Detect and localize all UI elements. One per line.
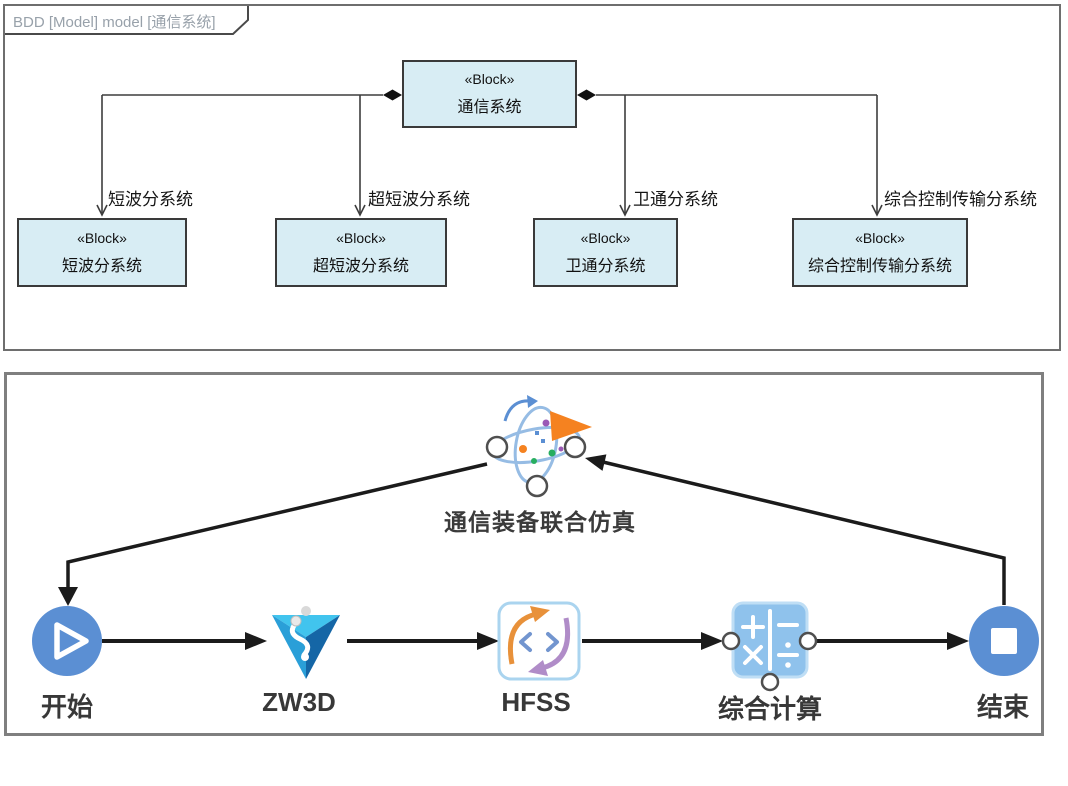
port <box>760 672 780 692</box>
frame-title: BDD [Model] model [通信系统] <box>13 14 216 31</box>
bdd-frame: BDD [Model] model [通信系统] «Block» 通信系统 «B… <box>3 4 1061 351</box>
calculator-icon <box>731 601 809 679</box>
block-name: 短波分系统 <box>61 257 142 275</box>
block-name: 综合控制传输分系统 <box>807 257 952 275</box>
port <box>525 474 549 498</box>
block-stereotype: «Block» <box>855 229 905 246</box>
calc-node[interactable] <box>721 601 818 692</box>
block-child-3[interactable]: «Block» 卫通分系统 <box>533 218 678 287</box>
block-name: 卫通分系统 <box>565 257 646 275</box>
hfss-arrows-icon <box>497 601 581 681</box>
node-label-zw3d: ZW3D <box>262 687 336 717</box>
cycle-lines <box>66 460 1006 605</box>
block-child-4[interactable]: «Block» 综合控制传输分系统 <box>792 218 968 287</box>
start-node[interactable] <box>32 606 102 676</box>
calc-ports[interactable] <box>721 631 818 692</box>
block-child-1[interactable]: «Block» 短波分系统 <box>17 218 187 287</box>
block-stereotype: «Block» <box>336 229 386 246</box>
end-node[interactable] <box>969 606 1039 676</box>
play-triangle-icon <box>550 411 592 441</box>
block-name: 超短波分系统 <box>312 257 409 275</box>
edge-label-3: 卫通分系统 <box>633 190 718 209</box>
node-label-hfss: HFSS <box>501 687 571 717</box>
port <box>798 631 818 651</box>
workflow-panel: 通信装备联合仿真 开始 ZW3D HFSS 综合计算 结束 <box>4 372 1044 736</box>
block-stereotype: «Block» <box>464 71 515 87</box>
block-name: 通信系统 <box>457 99 522 116</box>
node-label-calc: 综合计算 <box>717 694 823 724</box>
port <box>485 435 509 459</box>
composition-diamond-icon <box>383 89 402 101</box>
hfss-node[interactable] <box>497 601 581 681</box>
arrowhead-upleft-icon <box>585 454 607 471</box>
bdd-connectors-layer <box>5 6 883 217</box>
workflow-layer <box>32 395 1039 692</box>
controller-node[interactable] <box>485 395 592 498</box>
block-child-2[interactable]: «Block» 超短波分系统 <box>275 218 447 287</box>
edge-label-2: 超短波分系统 <box>368 190 470 209</box>
arrowhead-down-icon <box>58 587 78 606</box>
block-root[interactable]: «Block» 通信系统 <box>402 60 577 128</box>
edge-label-1: 短波分系统 <box>108 190 193 209</box>
block-stereotype: «Block» <box>77 229 127 246</box>
zw3d-node[interactable] <box>272 606 340 679</box>
port <box>563 435 587 459</box>
controller-label: 通信装备联合仿真 <box>444 509 636 535</box>
play-icon <box>54 622 89 660</box>
controller-ports[interactable] <box>485 435 587 498</box>
flow-arrowheads <box>245 632 969 650</box>
edge-label-4: 综合控制传输分系统 <box>884 190 1037 209</box>
block-stereotype: «Block» <box>580 229 631 246</box>
zw3d-prism-icon <box>272 606 340 679</box>
stop-icon <box>991 628 1017 654</box>
port <box>721 631 741 651</box>
node-label-end: 结束 <box>976 692 1030 722</box>
node-label-start: 开始 <box>40 692 94 722</box>
composition-diamond-icon <box>577 89 596 101</box>
